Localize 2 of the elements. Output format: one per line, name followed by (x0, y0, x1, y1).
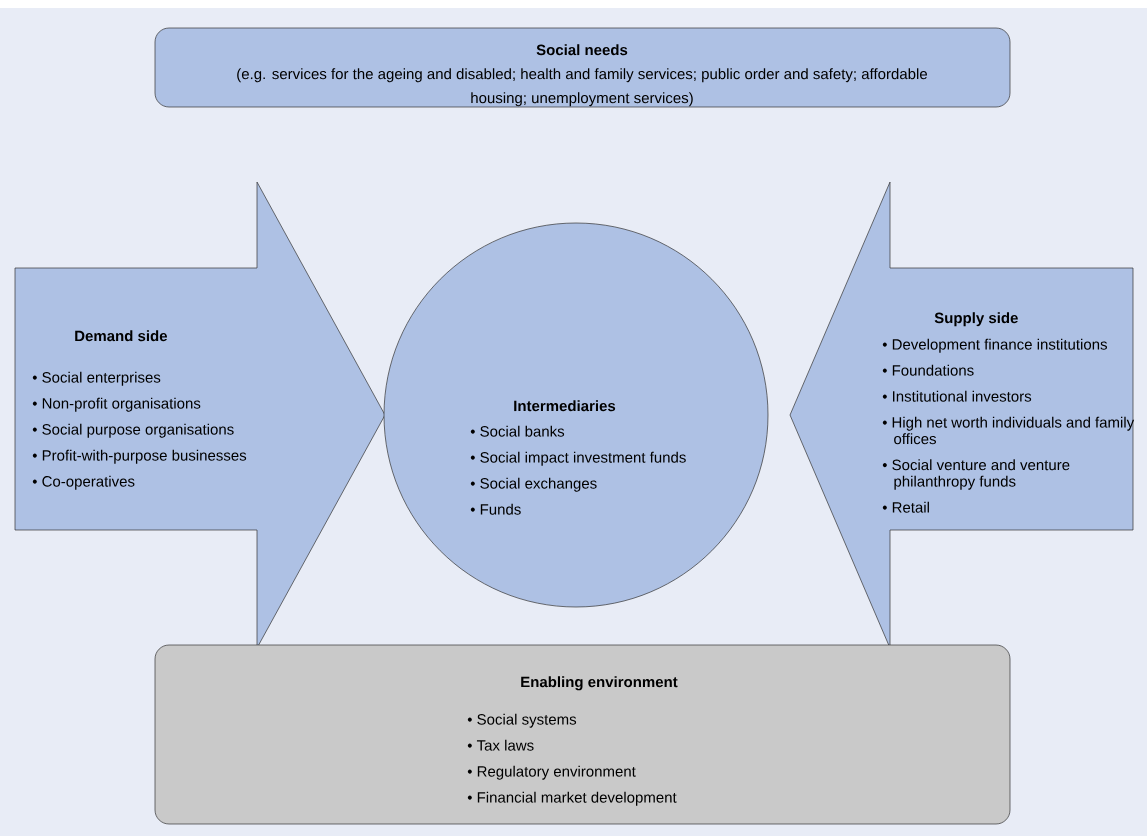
environment-box: Enabling environment • Social systems • Tax laws • Regulatory environment • Financial market development (154, 644, 1011, 825)
needs-box: Social needs (e.g. services for the ageing and disabled; health and family services; public order and safety; affordable housing; unemployment services) (154, 27, 1011, 108)
